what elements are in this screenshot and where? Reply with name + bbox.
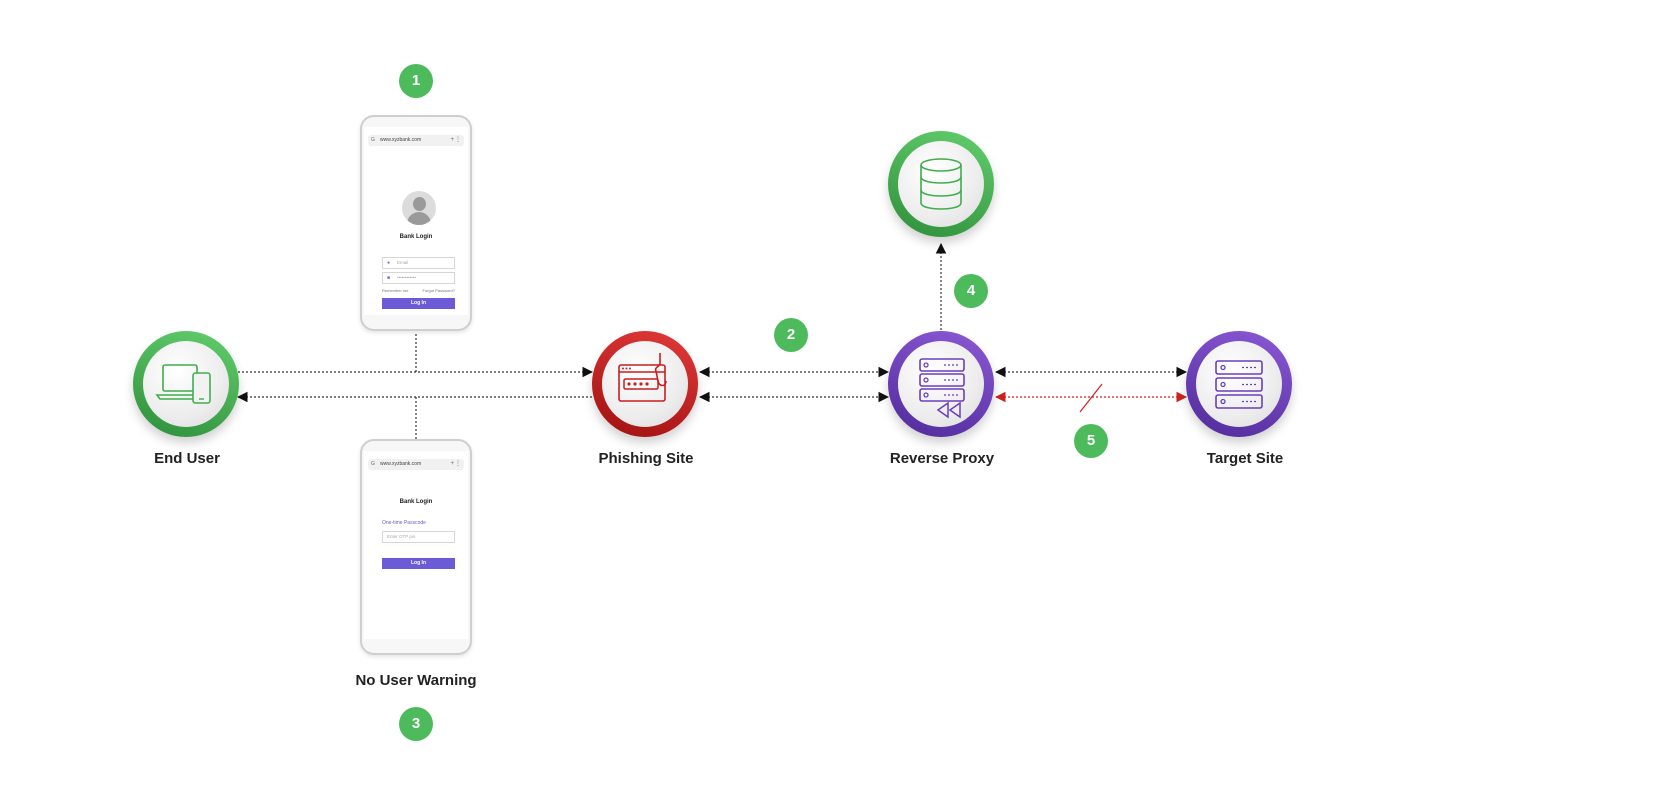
database-node [888,131,994,237]
server-icon [1215,360,1263,409]
password-field: ■ •••••••••••• [382,272,455,284]
otp-field: Enter OTP pin [382,531,455,543]
phishing-site-node [592,331,698,437]
menu-dots-icon: ⋮ [455,461,461,467]
otp-placeholder: Enter OTP pin [387,534,416,539]
url-text: www.xyzbank.com [380,137,422,143]
login-title: Bank Login [399,234,433,240]
step-badge-1: 1 [399,64,433,98]
no-user-warning-caption: No User Warning [355,672,477,689]
end-user-label: End User [154,450,220,467]
step-badge-4: 4 [954,274,988,308]
target-site-node [1186,331,1292,437]
lock-icon: ■ [387,275,391,281]
end-user-node [133,331,239,437]
step-badge-5: 5 [1074,424,1108,458]
remember-me: Remember me [382,288,409,293]
phishing-site-label: Phishing Site [598,450,694,467]
google-icon: G [371,461,375,467]
phishing-hook-icon [618,353,667,402]
step-badge-3: 3 [399,707,433,741]
phone-login-mockup: G www.xyzbank.com + ⋮ Bank Login ● Email… [360,115,472,331]
database-icon [920,158,962,210]
server-rewind-icon [919,358,965,419]
login-options-row: Remember me Forgot Password? [382,288,455,296]
login-button: Log In [382,298,455,309]
menu-dots-icon: ⋮ [455,137,461,143]
url-bar: G www.xyzbank.com + ⋮ [368,135,464,146]
laptop-phone-icon [155,364,211,404]
otp-label: One-time Passcode [382,520,426,526]
email-field: ● Email [382,257,455,269]
forgot-password-link: Forgot Password? [422,288,455,293]
new-tab-icon: + [450,461,454,467]
otp-title: Bank Login [399,499,433,505]
url-text: www.xyzbank.com [380,461,422,467]
url-bar: G www.xyzbank.com + ⋮ [368,459,464,470]
step-badge-2: 2 [774,318,808,352]
block-slash [1079,383,1103,413]
new-tab-icon: + [450,137,454,143]
user-icon: ● [387,260,391,266]
avatar-icon [402,191,436,225]
google-icon: G [371,137,375,143]
otp-login-button: Log In [382,558,455,569]
password-placeholder: •••••••••••• [397,275,416,280]
reverse-proxy-label: Reverse Proxy [889,450,995,467]
reverse-proxy-node [888,331,994,437]
phone-otp-mockup: G www.xyzbank.com + ⋮ Bank Login One-tim… [360,439,472,655]
target-site-label: Target Site [1206,450,1284,467]
email-placeholder: Email [397,260,409,265]
